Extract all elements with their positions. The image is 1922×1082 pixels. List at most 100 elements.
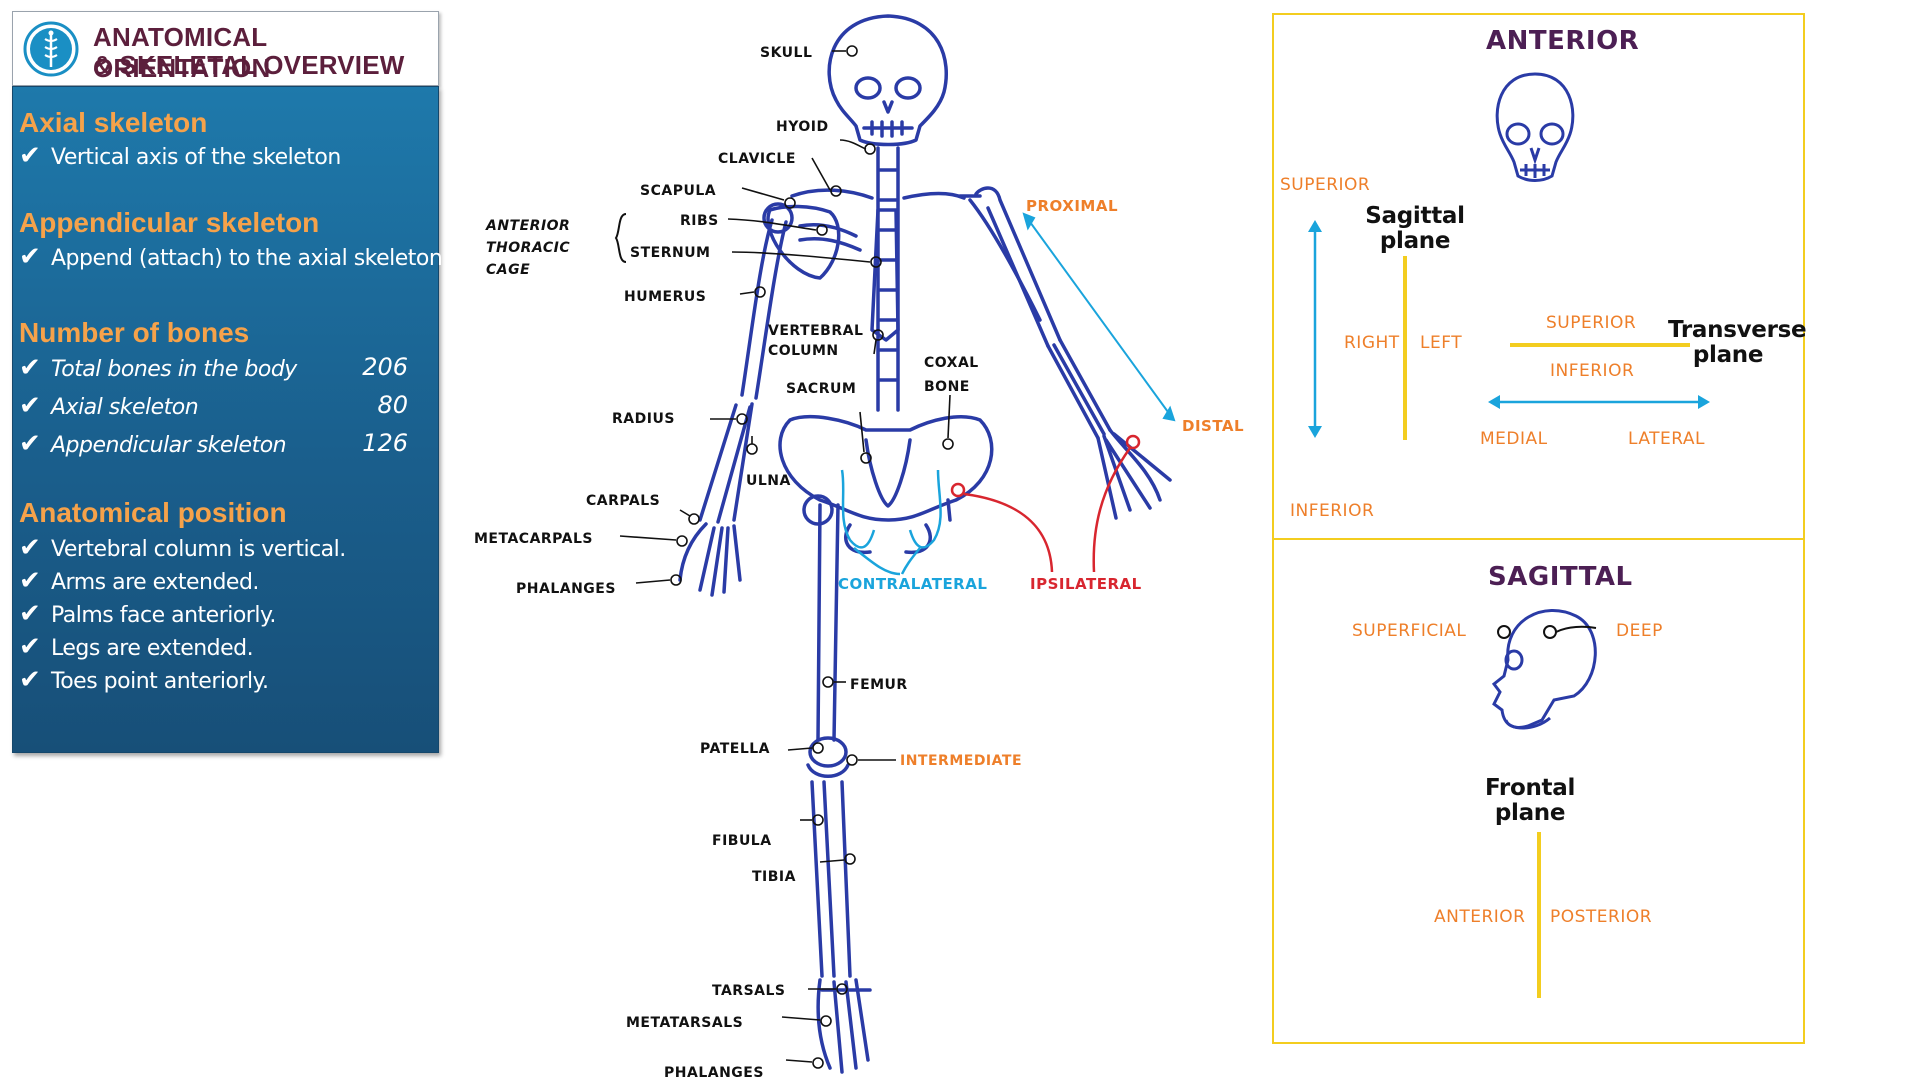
skull-shape <box>827 14 948 147</box>
bones-count-appendicular: 126 <box>362 429 408 457</box>
checkmark-icon: ✔ <box>19 665 41 695</box>
label-metatarsals: Metatarsals <box>626 1008 744 1032</box>
bones-count-axial: 80 <box>377 391 408 419</box>
label-femur: Femur <box>850 670 908 694</box>
sagittal-title: SAGITTAL <box>1488 562 1633 592</box>
hand-left <box>678 522 742 597</box>
label-humerus: Humerus <box>624 282 707 306</box>
sagittal-view-box <box>1272 538 1805 1044</box>
position-item: ✔Legs are extended. <box>19 632 254 662</box>
checkmark-icon: ✔ <box>19 242 41 272</box>
checkmark-icon: ✔ <box>19 533 41 563</box>
label-patella: Patella <box>700 734 771 758</box>
bones-heading: Number of bones <box>19 317 250 348</box>
label-coxal-bone: Coxal bone <box>924 348 979 396</box>
checkmark-icon: ✔ <box>19 141 41 171</box>
label-scapula: Scapula <box>640 176 717 200</box>
label-metacarpals: Metacarpals <box>474 524 593 548</box>
label-lateral: Lateral <box>1628 422 1706 450</box>
label-superficial: Superficial <box>1352 614 1467 642</box>
label-ulna: Ulna <box>746 466 791 490</box>
label-right: Right <box>1344 326 1400 354</box>
label-tibia: Tibia <box>752 862 796 886</box>
label-deep: Deep <box>1616 614 1663 642</box>
label-vertebral-column: Vertebral column <box>768 316 864 360</box>
caduceus-icon <box>23 21 79 77</box>
page-title-line-2: & SKELETAL OVERVIEW <box>93 50 405 80</box>
position-item: ✔Toes point anteriorly. <box>19 665 269 695</box>
label-skull: Skull <box>760 38 813 62</box>
label-sternum: Sternum <box>630 238 711 262</box>
axial-heading: Axial skeleton <box>19 107 208 138</box>
checkmark-icon: ✔ <box>19 599 41 629</box>
checkmark-icon: ✔ <box>19 566 41 596</box>
tibia-shape <box>822 780 852 978</box>
label-hyoid: Hyoid <box>776 112 829 136</box>
label-inferior-left: Inferior <box>1290 494 1375 522</box>
hand-right <box>1096 428 1172 520</box>
label-sacrum: Sacrum <box>786 374 857 398</box>
scapula <box>766 204 841 280</box>
bones-row-axial: ✔Axial skeleton <box>19 391 199 421</box>
label-ipsilateral: Ipsilateral <box>1030 570 1142 595</box>
humerus <box>740 218 788 400</box>
label-left: Left <box>1420 326 1463 354</box>
label-inferior-mid: Inferior <box>1550 354 1635 382</box>
superior-inferior-arrow <box>1308 220 1322 438</box>
transverse-plane-label: Transverse plane <box>1668 317 1807 368</box>
label-distal: Distal <box>1182 412 1245 437</box>
axial-item: ✔Vertical axis of the skeleton <box>19 141 341 171</box>
appendicular-heading: Appendicular skeleton <box>19 207 320 238</box>
ulna-shape <box>732 402 754 522</box>
bones-count-total: 206 <box>362 353 408 381</box>
transverse-plane-line <box>1510 343 1690 347</box>
vertebral-column <box>876 146 900 412</box>
position-item: ✔Vertebral column is vertical. <box>19 533 346 563</box>
label-proximal: Proximal <box>1026 192 1119 217</box>
medial-lateral-arrow <box>1488 395 1710 409</box>
checkmark-icon: ✔ <box>19 429 41 459</box>
skull-front-icon <box>1495 72 1575 182</box>
frontal-plane-line <box>1537 832 1541 998</box>
fibula-shape <box>810 780 824 978</box>
page-title-line-1: ANATOMICAL ORIENTATION <box>93 22 271 83</box>
appendicular-item: ✔Append (attach) to the axial skeleton <box>19 242 443 272</box>
checkmark-icon: ✔ <box>19 353 41 383</box>
anterior-title: ANTERIOR <box>1486 26 1640 56</box>
label-medial: Medial <box>1480 422 1548 450</box>
label-superior-left: Superior <box>1280 168 1371 196</box>
label-clavicle: Clavicle <box>718 144 796 168</box>
label-anterior: Anterior <box>1434 900 1526 928</box>
bones-row-appendicular: ✔Appendicular skeleton <box>19 429 287 459</box>
label-fibula: Fibula <box>712 826 772 850</box>
label-phalanges-hand: Phalanges <box>516 574 616 598</box>
position-item: ✔Palms face anteriorly. <box>19 599 276 629</box>
foot <box>816 978 872 1074</box>
sternum <box>870 208 900 342</box>
skull-side-icon <box>1491 609 1597 730</box>
sagittal-plane-line <box>1403 256 1407 440</box>
checkmark-icon: ✔ <box>19 632 41 662</box>
label-radius: Radius <box>612 404 675 428</box>
femur <box>816 503 840 742</box>
sacrum-shape <box>864 438 912 508</box>
pelvis <box>778 415 994 522</box>
frontal-plane-label: Frontal plane <box>1484 775 1576 826</box>
label-tarsals: Tarsals <box>712 976 786 1000</box>
label-intermediate: Intermediate <box>900 746 1023 770</box>
label-phalanges-foot: Phalanges <box>664 1058 764 1082</box>
right-arm-raised <box>974 186 1062 348</box>
radius-shape <box>698 403 752 524</box>
label-contralateral: Contralateral <box>838 570 988 595</box>
info-panel: Axial skeleton ✔Vertical axis of the ske… <box>12 86 443 753</box>
label-carpals: Carpals <box>586 486 661 510</box>
sagittal-plane-label: Sagittal plane <box>1365 203 1465 254</box>
label-superior-mid: Superior <box>1546 306 1637 334</box>
position-heading: Anatomical position <box>19 497 287 528</box>
checkmark-icon: ✔ <box>19 391 41 421</box>
label-posterior: Posterior <box>1550 900 1653 928</box>
brace-icon <box>614 213 627 263</box>
bones-row-total: ✔Total bones in the body <box>19 353 297 383</box>
clavicle <box>790 188 874 200</box>
